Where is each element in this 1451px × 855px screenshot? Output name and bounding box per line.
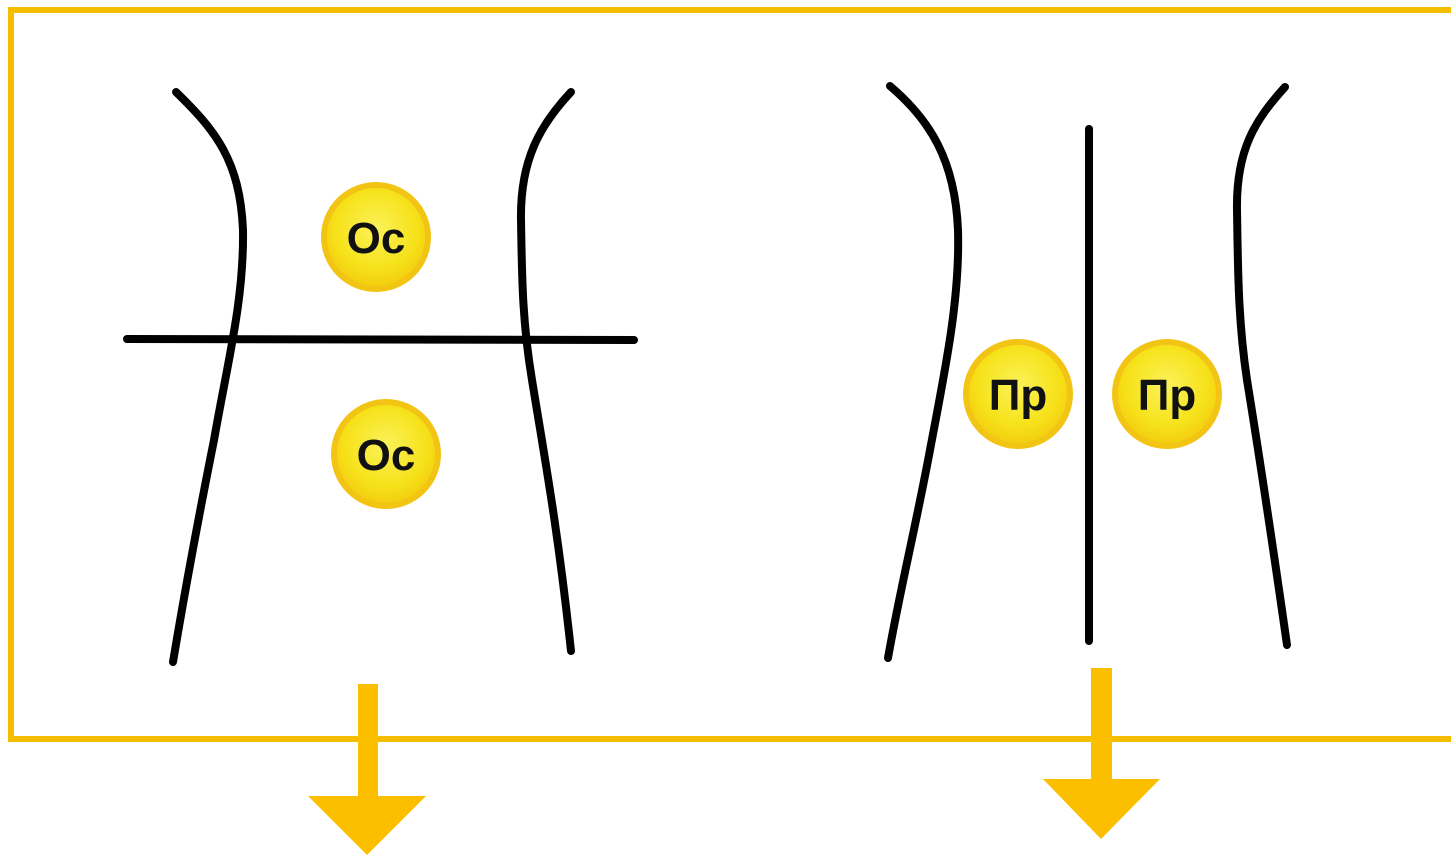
right-torso-right-side — [1232, 83, 1291, 649]
left-torso — [123, 88, 638, 666]
left-upper-badge: Ос — [321, 182, 431, 292]
arrow-down-icon — [1043, 668, 1160, 839]
right-right-badge-label: Пр — [1138, 371, 1197, 420]
left-lower-badge-label: Ос — [357, 431, 416, 480]
left-torso-left-side — [169, 88, 248, 666]
left-torso-right-side — [516, 88, 575, 655]
left-lower-badge: Ос — [331, 399, 441, 509]
right-right-badge: Пр — [1112, 339, 1222, 449]
arrow-down-icon — [308, 684, 426, 855]
frame-border — [8, 7, 1451, 742]
left-upper-badge-label: Ос — [347, 214, 406, 263]
right-left-badge-label: Пр — [989, 371, 1048, 420]
right-torso-left-side — [884, 82, 963, 662]
right-torso — [884, 82, 1291, 662]
left-torso-horizontal-divider — [123, 335, 638, 344]
right-left-badge: Пр — [963, 339, 1073, 449]
